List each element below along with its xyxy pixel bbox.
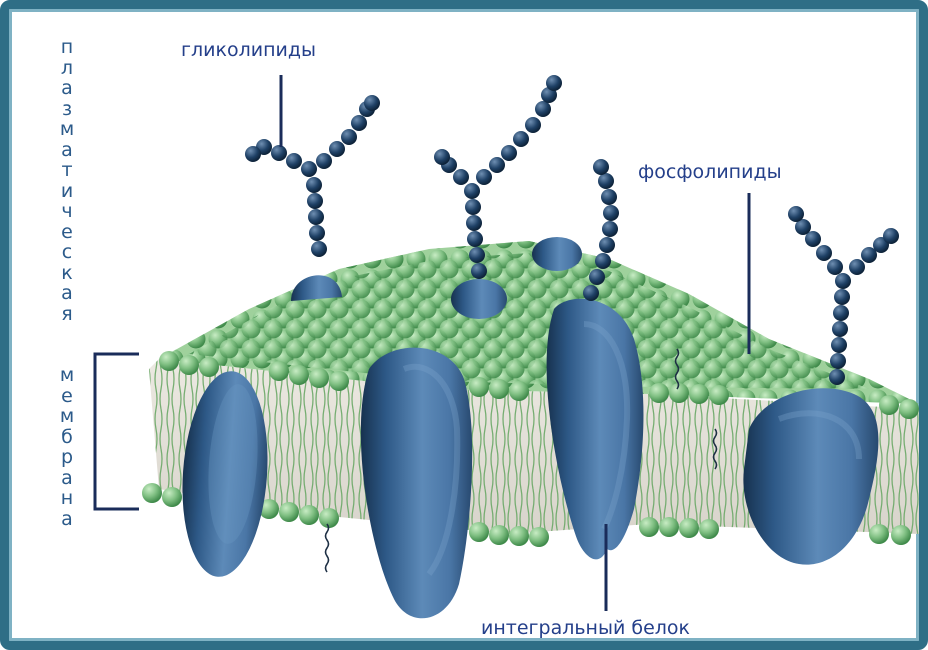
- vertical-label-letter: е: [61, 222, 73, 243]
- label-integral-protein: интегральный белок: [481, 617, 690, 639]
- vertical-label-letter: е: [61, 386, 73, 407]
- vertical-label-letter: п: [61, 37, 73, 58]
- integral-protein-4: [743, 388, 878, 564]
- vertical-label-letter: л: [61, 58, 73, 79]
- vertical-label-letter: ч: [61, 201, 72, 222]
- vertical-label-letter: м: [60, 406, 74, 427]
- vertical-label-letter: а: [61, 140, 73, 161]
- vertical-label-letter: р: [61, 447, 73, 468]
- vertical-label-letter: а: [61, 509, 73, 530]
- vertical-label-letter: т: [61, 160, 72, 181]
- vertical-label-letter: б: [61, 427, 73, 448]
- vertical-label-letter: а: [61, 468, 73, 489]
- membrane-illustration: [9, 9, 928, 650]
- vertical-label-letter: к: [61, 263, 72, 284]
- label-glycolipids: гликолипиды: [181, 39, 316, 61]
- label-phospholipids: фосфолипиды: [638, 161, 782, 183]
- vertical-label-letter: с: [62, 242, 72, 263]
- vertical-label-letter: а: [61, 283, 73, 304]
- integral-protein-2: [361, 348, 472, 619]
- vertical-label-letter: я: [61, 304, 72, 325]
- vertical-label-letter: н: [61, 488, 73, 509]
- vertical-label-letter: и: [61, 181, 73, 202]
- vertical-label-letter: з: [62, 99, 72, 120]
- vertical-label-letter: а: [61, 78, 73, 99]
- vertical-label-letter: м: [60, 365, 74, 386]
- plasma-membrane-vertical-label: плазматическаямембрана: [55, 37, 79, 529]
- vertical-label-letter: м: [60, 119, 74, 140]
